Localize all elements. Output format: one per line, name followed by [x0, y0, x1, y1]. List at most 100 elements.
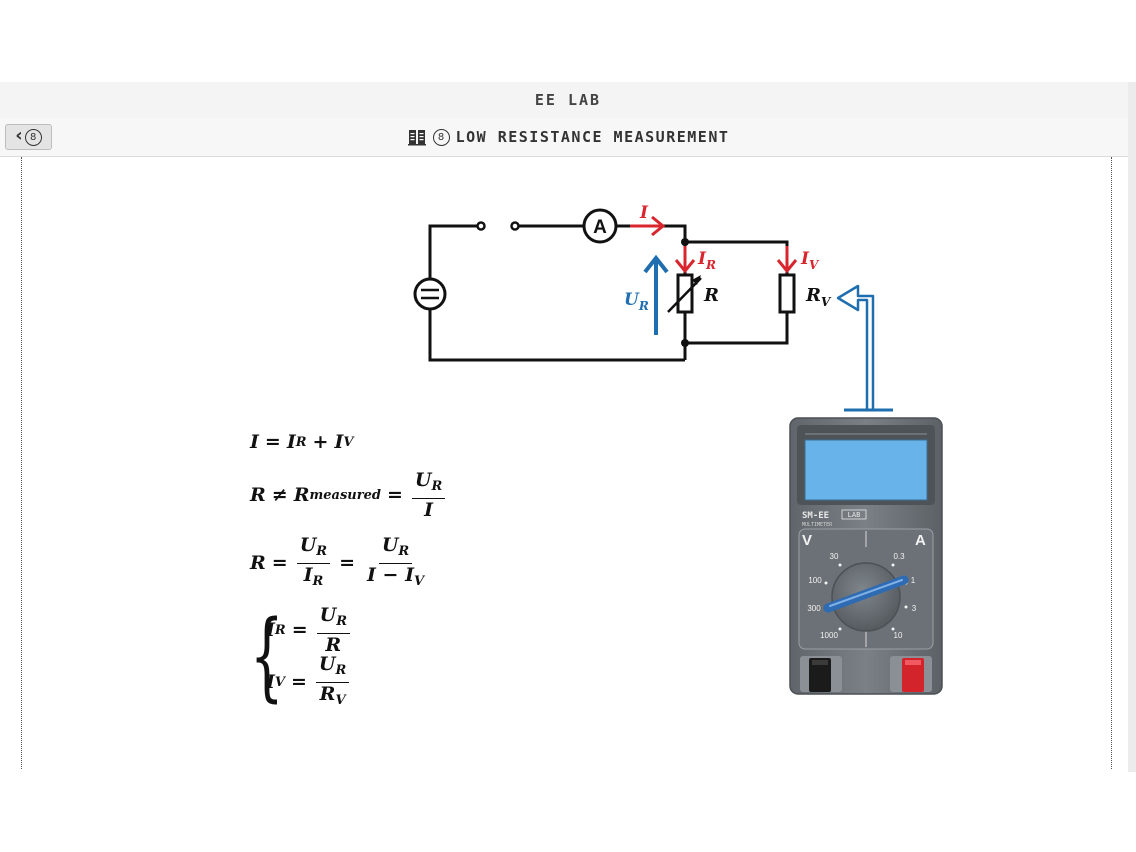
book-icon — [407, 127, 427, 147]
page-heading: 8 LOW RESISTANCE MEASUREMENT — [0, 118, 1136, 156]
formula-symbol: U — [414, 469, 432, 491]
formula-symbol: R — [325, 634, 342, 656]
current-total-label: I — [639, 203, 649, 223]
voltmeter-resistor-sub: V — [821, 295, 832, 309]
voltage-label: U — [624, 290, 640, 310]
formula-subscript: V — [274, 674, 285, 690]
black-probe-jack[interactable] — [809, 658, 831, 692]
current-r-sub: R — [705, 258, 716, 272]
multimeter-screen — [804, 439, 928, 501]
svg-text:SM-EE: SM-EE — [802, 511, 829, 521]
current-r-arrow — [674, 246, 696, 274]
formula-symbol: I — [303, 563, 313, 586]
formula-operator: + — [312, 431, 329, 453]
switch-contact — [510, 221, 520, 231]
formula-subscript: R — [274, 622, 286, 638]
back-page-number: 8 — [24, 128, 42, 146]
formula-true-resistance: R = UR IR = UR I − IV — [250, 533, 448, 593]
connection-arrow — [836, 284, 893, 412]
svg-text:IR: IR — [697, 249, 716, 272]
formula-operator: = — [271, 552, 288, 574]
multimeter-brand-tag: LAB — [848, 511, 861, 519]
scale-a-3: 3 — [912, 604, 917, 613]
formula-symbol: U — [318, 652, 336, 675]
formula-symbol: R — [250, 484, 266, 506]
formula-symbol: R — [250, 552, 266, 574]
formula-subscript: R — [295, 434, 307, 450]
current-r-label: I — [697, 249, 707, 269]
formula-subscript: V — [335, 692, 346, 708]
formula-symbol: I — [286, 431, 296, 453]
formula-subscript: R — [398, 543, 410, 559]
formula-symbol: I — [266, 619, 275, 641]
variable-resistor-icon — [667, 273, 702, 314]
scale-v-1000: 1000 — [820, 631, 838, 640]
page-title: LOW RESISTANCE MEASUREMENT — [455, 128, 730, 146]
formula-symbol: I − I — [367, 563, 414, 586]
fraction: UR IR — [296, 533, 331, 593]
multimeter-brand: SM-EE — [802, 511, 829, 521]
formula-subscript: R — [312, 573, 324, 589]
svg-text:UR: UR — [624, 290, 649, 313]
formula-symbol: I — [424, 499, 434, 521]
mode-v-label: V — [802, 532, 812, 549]
scale-v-30: 30 — [830, 552, 839, 561]
right-edge-strip — [1128, 82, 1136, 772]
brace-symbol: { — [250, 600, 284, 712]
svg-text:RV: RV — [805, 285, 832, 309]
fraction: UR I — [411, 469, 446, 521]
formula-symbol: R — [319, 682, 336, 705]
formula-operator: = — [386, 484, 403, 506]
current-v-label: I — [800, 249, 810, 269]
scale-v-100: 100 — [808, 576, 822, 585]
voltage-sub: R — [638, 299, 649, 313]
voltmeter-resistor-icon — [778, 273, 796, 314]
current-v-arrow — [776, 246, 798, 274]
scale-a-10: 10 — [894, 631, 903, 640]
formula-symbol: I — [334, 431, 344, 453]
chevron-left-icon: ‹ — [15, 125, 23, 146]
scale-v-300: 300 — [807, 604, 821, 613]
dc-source-icon — [413, 277, 447, 311]
formula-operator: = — [339, 552, 356, 574]
formula-subscript: R — [336, 614, 348, 629]
formula-symbol: U — [381, 533, 399, 556]
current-v-sub: V — [809, 258, 820, 272]
back-button[interactable]: ‹ 8 — [5, 124, 52, 150]
junction-dot — [681, 339, 689, 347]
formula-subscript: R — [431, 479, 443, 494]
formula-subscript: R — [316, 543, 328, 559]
formula-operator: ≠ — [271, 484, 288, 506]
formula-symbol: R — [293, 484, 310, 506]
junction-dot — [681, 238, 689, 246]
fraction: UR I − IV — [364, 534, 427, 593]
page-number-badge: 8 — [432, 128, 450, 146]
multimeter[interactable]: SM-EE LAB MULTIMETER V A 30 100 300 1000… — [789, 417, 943, 695]
page-header-bar: 8 LOW RESISTANCE MEASUREMENT ‹ 8 — [0, 118, 1136, 157]
scale-a-0-3: 0.3 — [893, 552, 905, 561]
fraction: UR RV — [315, 652, 350, 712]
ammeter-label: A — [593, 217, 607, 238]
formula-symbol: U — [299, 533, 317, 556]
formula-symbol: U — [319, 604, 337, 626]
voltage-arrow — [643, 254, 669, 335]
formula-symbol: I — [266, 671, 275, 693]
app-title: EE LAB — [534, 91, 602, 109]
voltmeter-resistor-label: R — [805, 285, 821, 306]
formula-subscript: measured — [309, 487, 381, 503]
formula-subscript: V — [413, 573, 425, 589]
multimeter-model: MULTIMETER — [802, 522, 833, 528]
formula-subscript: R — [335, 662, 347, 678]
fraction: UR R — [316, 604, 351, 656]
scale-a-1: 1 — [911, 576, 916, 585]
resistor-label: R — [703, 285, 719, 306]
switch-contact — [476, 221, 486, 231]
red-probe-jack[interactable] — [902, 658, 924, 692]
ammeter-icon: A — [582, 208, 618, 244]
